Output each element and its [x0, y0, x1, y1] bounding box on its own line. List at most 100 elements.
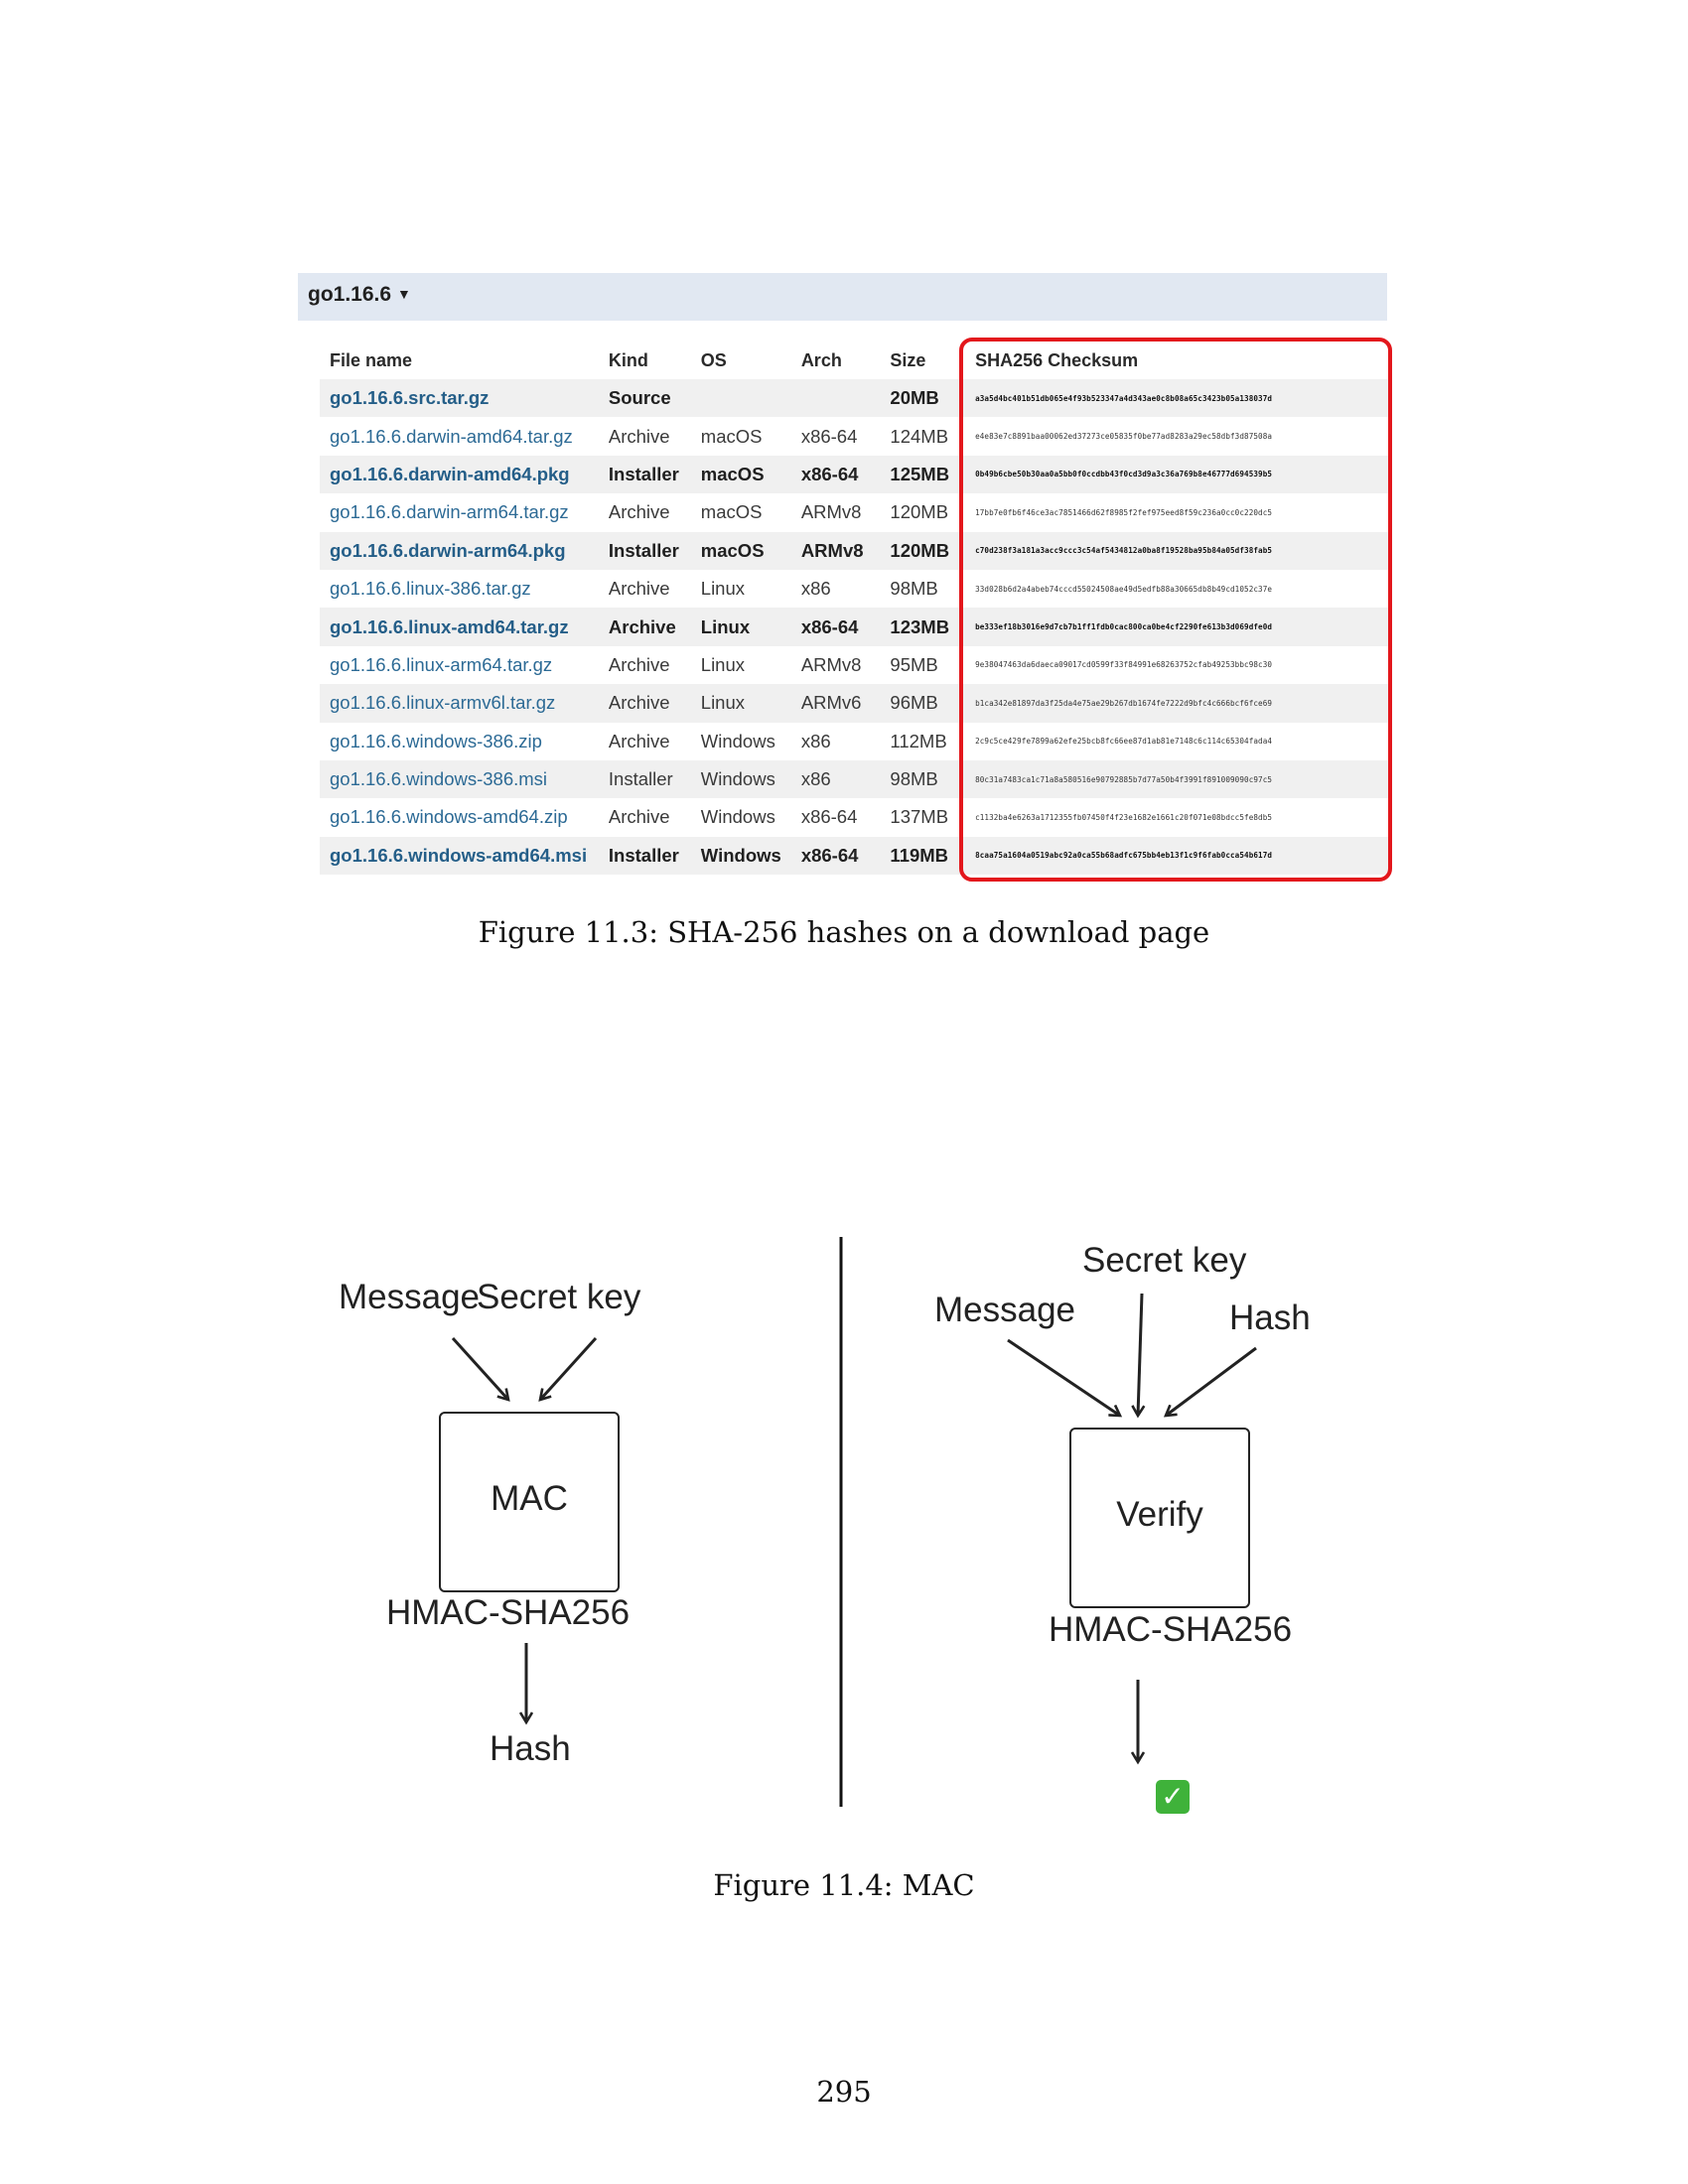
- arch-cell: x86-64: [800, 806, 858, 828]
- os-cell: Linux: [690, 608, 791, 646]
- os-cell: Windows: [700, 730, 775, 751]
- table-row: go1.16.6.windows-386.zip Archive Windows x8…: [320, 723, 1390, 760]
- download-link[interactable]: go1.16.6.linux-386.tar.gz: [330, 578, 531, 600]
- version-header[interactable]: go1.16.6▼: [298, 273, 1387, 321]
- download-link[interactable]: go1.16.6.darwin-arm64.tar.gz: [330, 501, 569, 523]
- sha256-cell: 33d028b6d2a4abeb74cccd55024508ae49d5edfb…: [975, 584, 1273, 594]
- size-cell: 124MB: [890, 425, 949, 447]
- arrow-hash-to-verify: [1166, 1346, 1257, 1416]
- version-title[interactable]: go1.16.6▼: [308, 283, 411, 307]
- sha256-cell: 17bb7e0fb6f46ce3ac7851466d62f8985f2fef97…: [975, 507, 1273, 517]
- arrow-message-to-verify: [1007, 1338, 1120, 1416]
- os-cell: Linux: [700, 578, 746, 600]
- diagram-connectors: [451, 1237, 1257, 1807]
- os-cell: macOS: [690, 531, 791, 570]
- arch-cell: x86: [800, 578, 831, 600]
- download-link[interactable]: go1.16.6.darwin-arm64.pkg: [320, 531, 599, 570]
- size-cell: 123MB: [880, 608, 964, 646]
- size-cell: 119MB: [880, 836, 964, 876]
- kind-cell: Installer: [598, 836, 691, 876]
- size-cell: 98MB: [880, 759, 964, 799]
- os-cell: macOS: [690, 455, 791, 494]
- arch-cell: x86-64: [790, 608, 881, 646]
- left-message-label: Message: [339, 1278, 481, 1316]
- arch-cell: [790, 379, 881, 418]
- mac-diagram: Message Secret key MAC HMAC-SHA256 Hash …: [298, 1231, 1390, 1827]
- arch-cell: x86: [790, 759, 881, 799]
- os-cell: Windows: [690, 836, 791, 876]
- kind-cell: Installer: [598, 759, 691, 799]
- kind-cell: Archive: [608, 425, 670, 447]
- table-row: go1.16.6.linux-arm64.tar.gz Archive Linux A…: [320, 646, 1390, 684]
- size-cell: 20MB: [880, 379, 964, 418]
- table-row: go1.16.6.linux-386.tar.gz Archive Linux x86…: [320, 570, 1390, 608]
- kind-cell: Archive: [598, 684, 691, 723]
- column-header-kind: Kind: [608, 349, 648, 370]
- sha256-cell: 0b49b6cbe50b30aa0a5bb0f0ccdbb43f0cd3d9a3…: [963, 455, 1390, 494]
- sha256-cell: c70d238f3a181a3acc9ccc3c54af5434812a0ba8…: [963, 531, 1390, 570]
- size-cell: 98MB: [890, 578, 938, 600]
- download-link[interactable]: go1.16.6.src.tar.gz: [320, 379, 599, 418]
- size-cell: 137MB: [890, 806, 949, 828]
- right-hash-label: Hash: [1229, 1298, 1311, 1337]
- right-message-label: Message: [934, 1291, 1076, 1329]
- column-header-size: Size: [890, 349, 926, 370]
- left-hash-output-label: Hash: [490, 1729, 571, 1768]
- download-link[interactable]: go1.16.6.linux-armv6l.tar.gz: [320, 684, 599, 723]
- download-link[interactable]: go1.16.6.windows-amd64.msi: [320, 836, 599, 876]
- kind-cell: Archive: [608, 501, 670, 523]
- verify-box: Verify: [1069, 1428, 1250, 1608]
- sha256-cell: 8caa75a1604a0519abc92a0ca55b68adfc675bb4…: [963, 836, 1390, 876]
- download-page-screenshot: go1.16.6▼ File name Kind OS Arch Size SH…: [298, 273, 1392, 884]
- arch-cell: ARMv8: [800, 501, 862, 523]
- size-cell: 125MB: [880, 455, 964, 494]
- mac-box: MAC: [439, 1412, 620, 1592]
- column-header-sha256: SHA256 Checksum: [975, 349, 1139, 370]
- sha256-cell: 9e38047463da6daeca09017cd0599f33f84991e6…: [975, 660, 1273, 670]
- download-link[interactable]: go1.16.6.linux-amd64.tar.gz: [320, 608, 599, 646]
- sha256-cell: c1132ba4e6263a1712355fb07450f4f23e1682e1…: [975, 812, 1273, 822]
- kind-cell: Archive: [598, 608, 691, 646]
- arch-cell: x86: [800, 730, 831, 751]
- page-number: 295: [816, 2075, 872, 2109]
- os-cell: Linux: [700, 653, 746, 675]
- os-cell: macOS: [700, 425, 763, 447]
- download-link[interactable]: go1.16.6.windows-amd64.zip: [330, 806, 568, 828]
- arch-cell: ARMv6: [790, 684, 881, 723]
- arrow-message-to-mac: [451, 1336, 508, 1400]
- sha256-cell: a3a5d4bc401b51db065e4f93b523347a4d343ae0…: [963, 379, 1390, 418]
- check-mark-icon: ✓: [1156, 1780, 1190, 1814]
- figure-11-3-caption: Figure 11.3: SHA-256 hashes on a downloa…: [478, 915, 1210, 949]
- arch-cell: ARMv8: [800, 653, 862, 675]
- os-cell: Windows: [700, 806, 775, 828]
- mac-box-label: MAC: [491, 1479, 568, 1518]
- download-link[interactable]: go1.16.6.windows-386.msi: [320, 759, 599, 799]
- sha256-cell: 80c31a7483ca1c71a8a580516e90792885b7d77a…: [963, 759, 1390, 799]
- figure-11-4-caption: Figure 11.4: MAC: [713, 1868, 975, 1902]
- right-algorithm-label: HMAC-SHA256: [1049, 1610, 1293, 1649]
- kind-cell: Archive: [608, 806, 670, 828]
- right-secret-key-label: Secret key: [1082, 1241, 1247, 1280]
- os-cell: Windows: [690, 759, 791, 799]
- size-cell: 95MB: [890, 653, 938, 675]
- kind-cell: Archive: [608, 730, 670, 751]
- arch-cell: x86-64: [790, 455, 881, 494]
- caret-down-icon[interactable]: ▼: [397, 286, 411, 302]
- download-link[interactable]: go1.16.6.windows-386.zip: [330, 730, 542, 751]
- sha256-cell: e4e83e7c8891baa00062ed37273ce05835f0be77…: [975, 432, 1273, 442]
- download-link[interactable]: go1.16.6.darwin-amd64.pkg: [320, 455, 599, 494]
- kind-cell: Archive: [608, 653, 670, 675]
- downloads-table: File name Kind OS Arch Size SHA256 Check…: [320, 341, 1390, 876]
- sha256-cell: be333ef18b3016e9d7cb7b1ff1fdb0cac800ca0b…: [963, 608, 1390, 646]
- arrow-key-to-mac: [540, 1336, 598, 1400]
- download-link[interactable]: go1.16.6.darwin-amd64.tar.gz: [330, 425, 573, 447]
- download-link[interactable]: go1.16.6.linux-arm64.tar.gz: [330, 653, 553, 675]
- kind-cell: Installer: [598, 455, 691, 494]
- kind-cell: Archive: [608, 578, 670, 600]
